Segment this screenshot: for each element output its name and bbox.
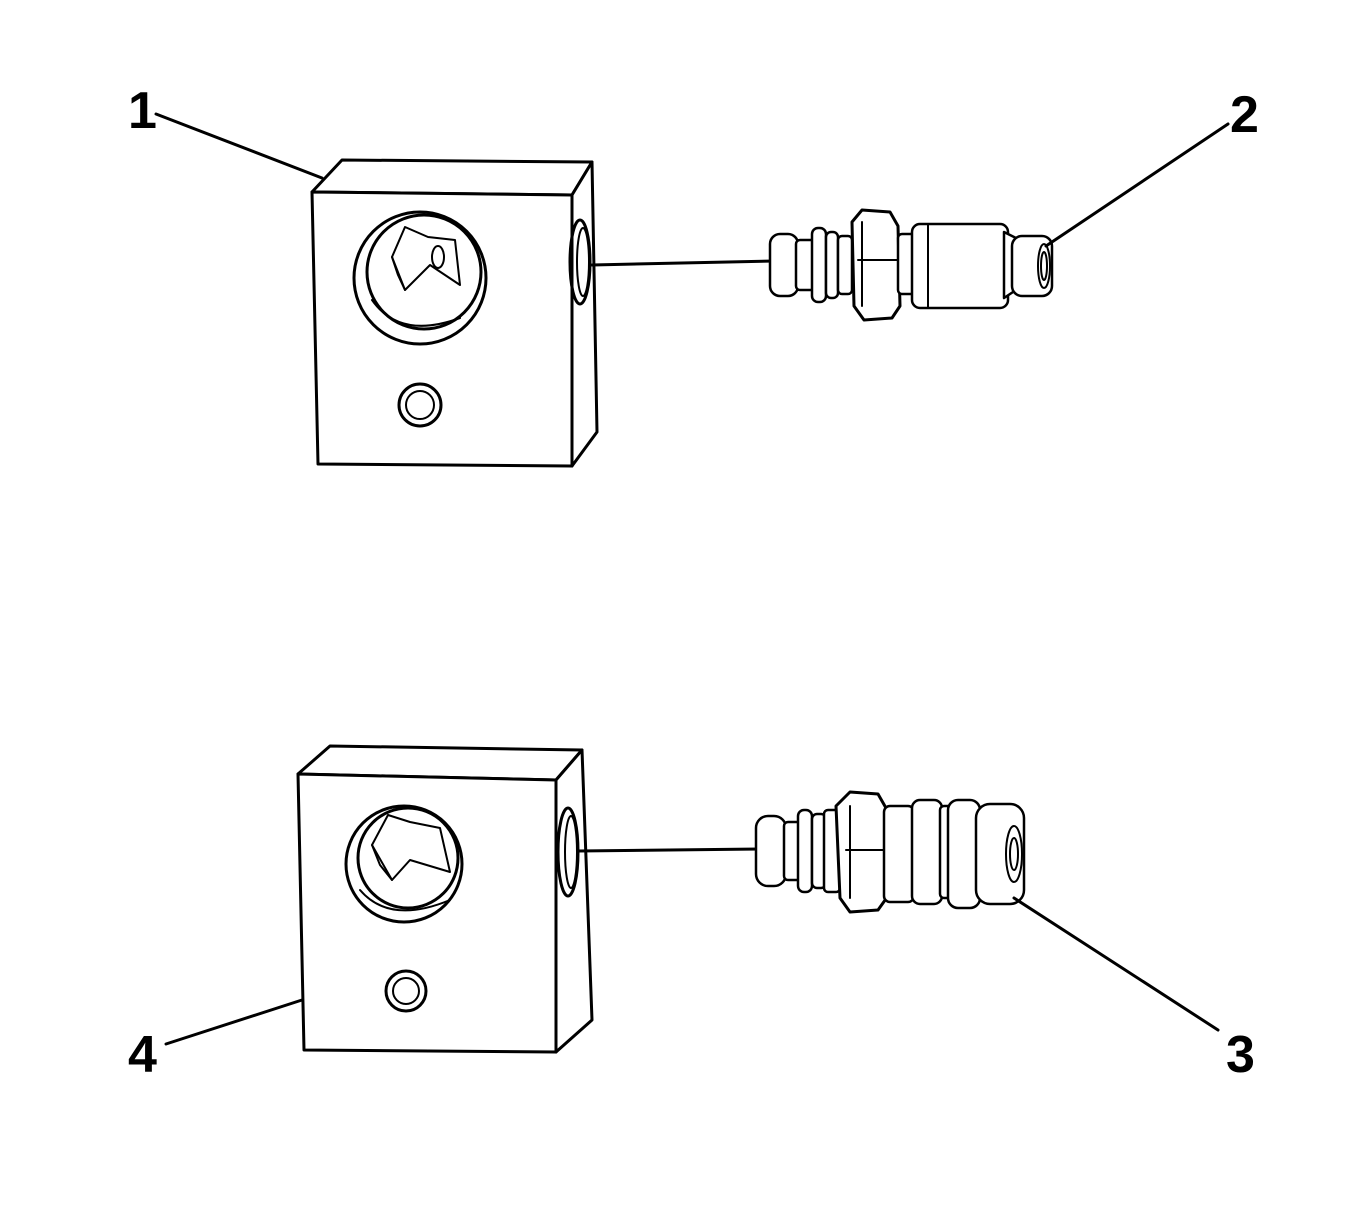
callout-4: 4 bbox=[128, 998, 304, 1084]
valve-block-1 bbox=[310, 158, 599, 468]
callout-2: 2 bbox=[1044, 86, 1259, 248]
valve-block-4 bbox=[296, 744, 594, 1054]
lower-block-assembly bbox=[296, 744, 1026, 1054]
callout-label-2: 2 bbox=[1230, 86, 1259, 144]
callout-label-4: 4 bbox=[128, 1026, 157, 1084]
callout-1: 1 bbox=[128, 82, 324, 180]
callout-label-1: 1 bbox=[128, 82, 157, 140]
upper-block-assembly bbox=[310, 158, 1054, 468]
connector-line-upper bbox=[590, 259, 776, 267]
connector-line-lower bbox=[576, 847, 762, 853]
callout-label-3: 3 bbox=[1226, 1026, 1255, 1084]
callout-3: 3 bbox=[1012, 896, 1255, 1084]
service-fitting-2 bbox=[768, 208, 1054, 322]
service-fitting-3 bbox=[754, 790, 1026, 914]
